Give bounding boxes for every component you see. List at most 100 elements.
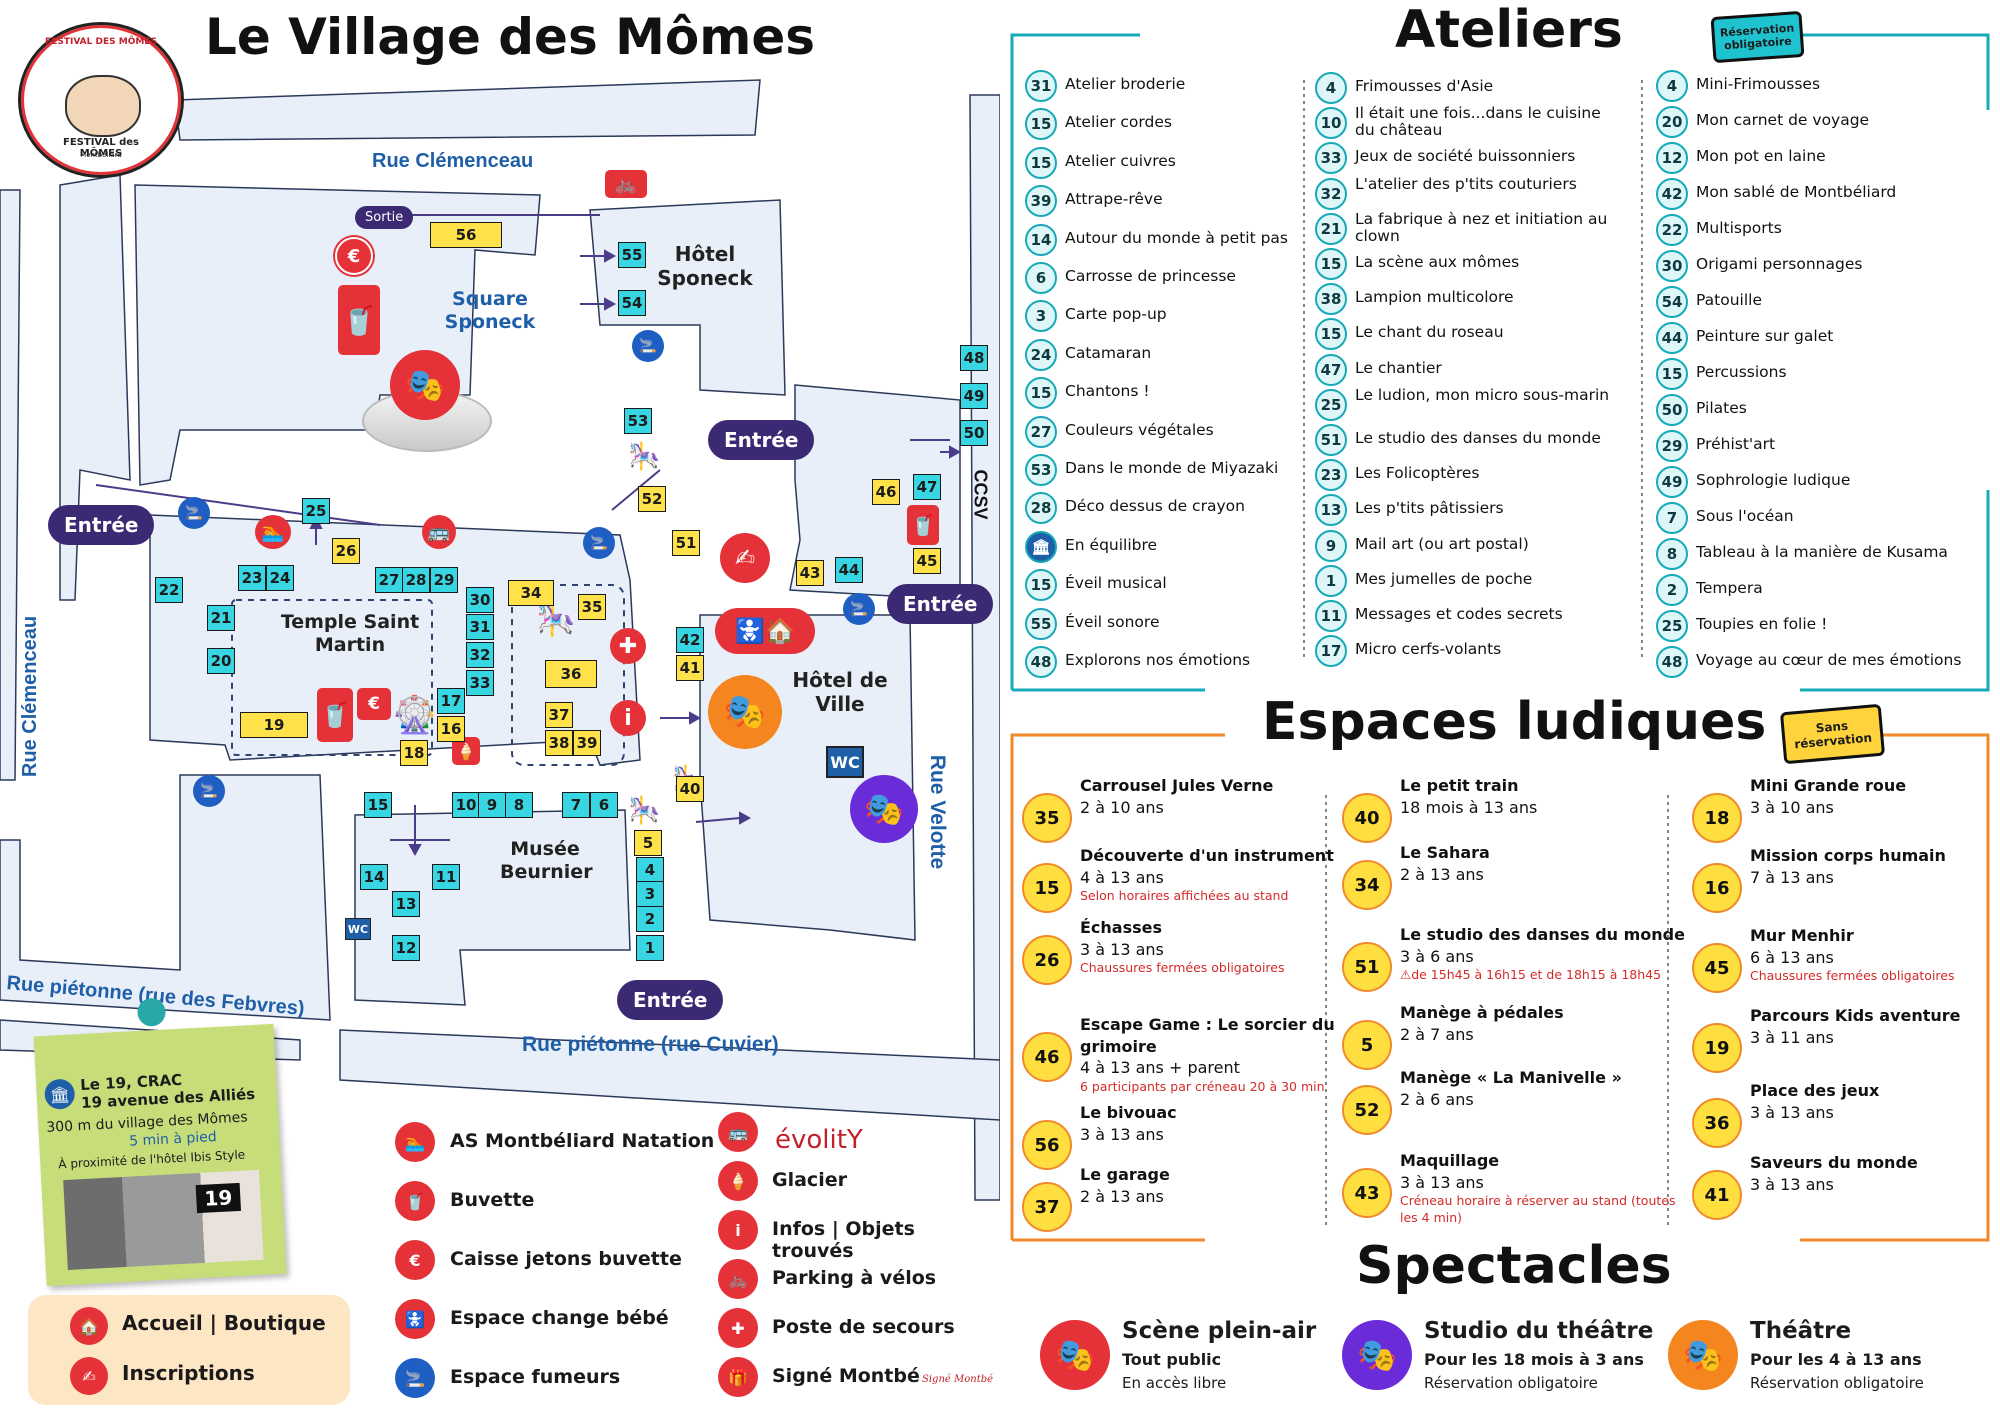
espace-note: Créneau horaire à réserver au stand (tou… <box>1400 1193 1676 1226</box>
atelier-label: Carrosse de princesse <box>1065 267 1236 285</box>
espace-name: Maquillage <box>1400 1151 1500 1170</box>
espace-age: 7 à 13 ans <box>1750 867 1834 887</box>
smoking-icon: 🚬 <box>843 593 875 625</box>
entrance-west: Entrée <box>48 505 155 545</box>
map-stand-tile: 39 <box>573 730 601 756</box>
welcome-box: 🏠 Accueil | Boutique ✍ Inscriptions <box>28 1295 350 1405</box>
atelier-number-badge: 32 <box>1315 177 1347 210</box>
espace-age: 2 à 13 ans <box>1400 864 1484 884</box>
map-stand-tile: 14 <box>360 864 388 890</box>
map-stand-tile: 20 <box>207 648 235 674</box>
block-musee <box>354 809 631 1006</box>
festival-logo: FESTIVAL DES MÔMES FESTIVAL des MÔMES Mo… <box>18 22 184 178</box>
smoking-icon: 🚬 <box>632 330 664 362</box>
map-stand-tile: 36 <box>545 660 597 688</box>
espace-number-badge: 37 <box>1022 1182 1072 1232</box>
buvette-icon: 🥤 <box>317 688 353 742</box>
espace-name: Le petit train <box>1400 776 1519 795</box>
evolity-logo: évolitY <box>775 1125 863 1155</box>
legend-label: Infos | Objets trouvés <box>772 1218 915 1262</box>
espace-age: 6 à 13 ans <box>1750 947 1834 967</box>
map-stand-tile: 31 <box>466 614 494 640</box>
atelier-number-badge: 8 <box>1656 538 1688 570</box>
place-hotel-sponeck: Hôtel Sponeck <box>657 242 753 290</box>
map-stand-tile: 47 <box>913 474 941 500</box>
espace-name: Le garage <box>1080 1165 1170 1184</box>
spectacle-audience: Tout public <box>1122 1350 1222 1369</box>
atelier-label: Tempera <box>1696 579 1763 597</box>
street-pietonne-cuvier: Rue piétonne (rue Cuvier) <box>522 1033 779 1056</box>
map-stand-tile: 15 <box>364 792 392 818</box>
espace-number-badge: 45 <box>1692 943 1742 993</box>
euro-icon: € <box>357 688 391 720</box>
bus-icon: 🚌 <box>718 1112 758 1152</box>
atelier-number-badge: 22 <box>1656 214 1688 246</box>
espace-number-badge: 35 <box>1022 793 1072 843</box>
atelier-label: Carte pop-up <box>1065 305 1167 324</box>
welcome-label: Accueil | Boutique <box>122 1311 326 1335</box>
atelier-label: Multisports <box>1696 219 1782 237</box>
legend-label: Parking à vélos <box>772 1267 937 1289</box>
atelier-label: Messages et codes secrets <box>1355 605 1563 623</box>
espace-number-badge: 26 <box>1022 935 1072 985</box>
espace-name: Mini Grande roue <box>1750 776 1907 795</box>
espace-name: Le bivouac <box>1080 1103 1177 1122</box>
block-north <box>174 79 761 141</box>
atelier-label: Percussions <box>1696 363 1787 381</box>
entrance-east: Entrée <box>887 584 994 624</box>
street-ccsv: CCSV <box>970 469 991 520</box>
spectacle-access: Réservation obligatoire <box>1424 1374 1598 1392</box>
map-stand-tile: 12 <box>392 935 420 961</box>
entrance-north: Entrée <box>708 420 815 460</box>
block-east-edge <box>969 94 1000 1201</box>
legend-label: Glacier <box>772 1169 847 1191</box>
map-stand-tile: 52 <box>638 486 666 512</box>
atelier-label: Les p'tits pâtissiers <box>1355 499 1504 518</box>
legend-label: Caisse jetons buvette <box>450 1248 682 1270</box>
ferris-wheel-icon: 🎡 <box>392 695 437 736</box>
espace-number-badge: 52 <box>1342 1085 1392 1135</box>
map-stand-tile: 44 <box>835 557 863 583</box>
map-stand-tile: 27 <box>375 567 403 593</box>
logo-top-text: FESTIVAL DES MÔMES <box>45 37 157 47</box>
note-line5: À proximité de l'hôtel Ibis Style <box>57 1147 246 1172</box>
espace-note: Selon horaires affichées au stand <box>1080 888 1289 904</box>
map-stand-tile: 25 <box>302 498 330 524</box>
home-icon: 🏠 <box>70 1307 108 1345</box>
map-stand-tile: 35 <box>578 594 606 620</box>
espace-number-badge: 56 <box>1022 1120 1072 1170</box>
map-stand-tile: 33 <box>466 670 494 696</box>
atelier-number-badge: 12 <box>1656 142 1688 174</box>
atelier-label: Origami personnages <box>1696 255 1863 273</box>
atelier-label: Mes jumelles de poche <box>1355 569 1533 588</box>
euro-icon: € <box>395 1240 435 1280</box>
registration-icon: ✍ <box>720 533 770 583</box>
legend-label: Buvette <box>450 1189 535 1211</box>
espace-name: Manège « La Manivelle » <box>1400 1068 1622 1087</box>
crac-photo: 19 <box>63 1169 264 1270</box>
place-musee: Musée Beurnier <box>500 838 593 883</box>
espace-number-badge: 34 <box>1342 860 1392 910</box>
atelier-number-badge: 23 <box>1315 459 1347 492</box>
map-stand-tile: 17 <box>437 688 465 714</box>
cow-face-icon <box>65 75 141 137</box>
atelier-label: En équilibre <box>1065 535 1158 554</box>
atelier-number-badge: 3 <box>1025 300 1057 333</box>
atelier-label: Patouille <box>1696 291 1762 309</box>
atelier-number-badge: 1 <box>1315 564 1347 597</box>
atelier-number-badge: 4 <box>1656 70 1688 102</box>
atelier-label: Peinture sur galet <box>1696 327 1834 345</box>
baby-change-icon: 🚼 <box>395 1299 435 1339</box>
map-stand-tile: 32 <box>466 642 494 668</box>
atelier-label: Micro cerfs-volants <box>1355 640 1502 659</box>
registration-label: Inscriptions <box>122 1361 255 1385</box>
museum-icon: 🏛 <box>1025 530 1057 563</box>
reservation-tag: Réservation obligatoire <box>1710 10 1805 64</box>
map-stand-tile: 56 <box>430 222 502 248</box>
